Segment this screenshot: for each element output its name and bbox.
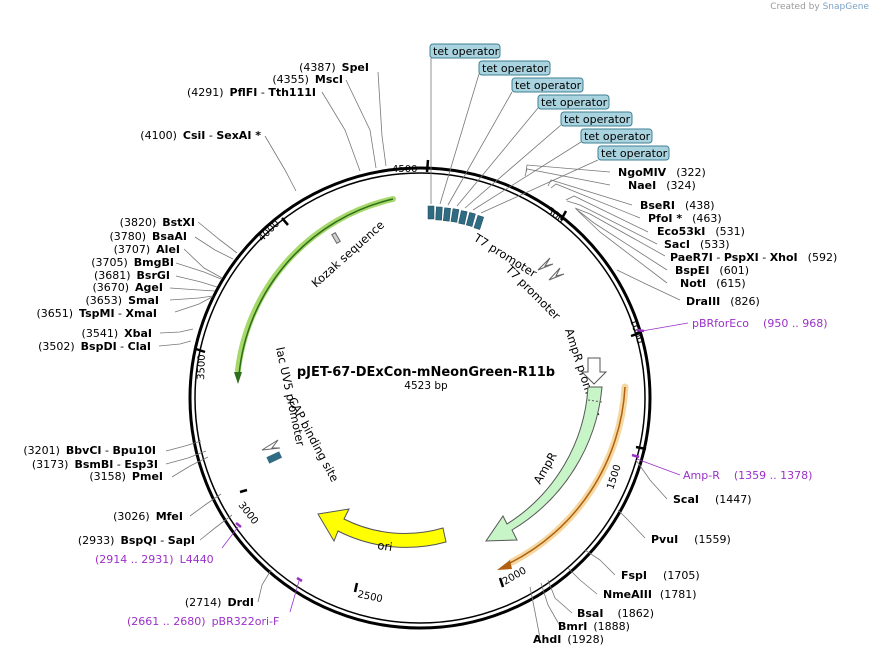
primer-l4440: (2914 .. 2931)L4440 (95, 553, 214, 566)
leader-lines-left (158, 71, 387, 603)
site-bsaai: (3780)BsaAI (109, 230, 187, 243)
site-spei: (4387)SpeI (299, 61, 369, 74)
restriction-sites-left[interactable]: (4387)SpeI (4355)MscI (4291)PflFI - Tth1… (23, 61, 369, 609)
ori-arrow[interactable] (317, 508, 447, 548)
site-pmei: (3158)PmeI (89, 470, 163, 483)
ori-label: ori (377, 538, 394, 554)
credit-brand: SnapGene (822, 2, 869, 12)
lac-uv5-promoter-icon (261, 439, 281, 451)
backbone-inner (194, 172, 646, 624)
site-xbai: (3541)XbaI (82, 327, 152, 340)
plasmid-name: pJET-67-DExCon-mNeonGreen-R11b (297, 365, 555, 380)
site-ngomiv: NgoMIV(322) (618, 166, 706, 179)
t7-promoter-icons (537, 257, 565, 281)
tick-label-2500: 2500 (356, 589, 383, 605)
tick-label-4000: 4000 (256, 218, 282, 244)
site-draiii: DraIII(826) (686, 295, 760, 308)
site-pvui: PvuI(1559) (651, 533, 731, 546)
backbone-outer (188, 166, 652, 630)
site-bmgbi: (3705)BmgBI (91, 256, 174, 269)
site-noti: NotI(615) (680, 277, 746, 290)
site-bsai: BsaI(1862) (577, 607, 654, 620)
plasmid-length: 4523 bp (404, 380, 448, 392)
tet-operator-blocks (427, 205, 485, 230)
kozak-marker (331, 231, 341, 245)
ampr-arrow[interactable] (485, 386, 603, 542)
ampr-promoter-arrow[interactable] (580, 357, 608, 385)
site-bsrgi: (3681)BsrGI (94, 269, 170, 282)
tet-operator-labels[interactable]: tet operator tet operator tet operator t… (429, 43, 670, 161)
primer-pbrforeco: pBRforEco(950 .. 968) (692, 317, 828, 330)
site-ahdi: AhdI(1928) (533, 633, 604, 646)
primer-pbr322ori-f: (2661 .. 2680)pBR322ori-F (127, 615, 279, 628)
tet-operator-label-5: tet operator (564, 113, 631, 126)
restriction-sites-right[interactable]: NgoMIV(322) NaeI(324) BseRI(438) PfoI *(… (533, 166, 837, 646)
site-agei: (3670)AgeI (92, 281, 163, 294)
tick-label-4500: 4500 (392, 164, 417, 175)
kozak-sequence-line (238, 198, 394, 376)
site-bstxi: (3820)BstXI (120, 216, 195, 229)
site-pflfi: (4291)PflFI - Tth111I (187, 86, 316, 99)
tick-label-3500: 3500 (196, 354, 208, 380)
site-bseri: BseRI(438) (640, 199, 715, 212)
site-fspi: FspI(1705) (621, 569, 700, 582)
tet-operator-label-2: tet operator (482, 62, 549, 75)
site-tspmi: (3651)TspMI - XmaI (36, 307, 157, 320)
tet-operator-label-4: tet operator (541, 96, 608, 109)
cap-binding-site-marker (266, 451, 283, 464)
site-eco53ki: Eco53kI(531) (657, 225, 745, 238)
primer-labels[interactable]: pBRforEco(950 .. 968) Amp-R(1359 .. 1378… (95, 317, 828, 628)
leader-lines-right (524, 164, 681, 639)
credit-prefix: Created by (770, 2, 820, 12)
site-saci: SacI(533) (664, 238, 730, 251)
primer-leaders (221, 322, 689, 613)
tick-label-1500: 1500 (605, 463, 623, 491)
site-bspqi: (2933)BspQI - SapI (78, 534, 195, 547)
site-bspdi: (3502)BspDI - ClaI (38, 340, 151, 353)
tet-operator-label-3: tet operator (515, 79, 582, 92)
position-ticks (195, 159, 647, 593)
site-drdi: (2714)DrdI (185, 596, 254, 609)
tick-label-3000: 3000 (236, 500, 260, 527)
site-paer7i: PaeR7I - PspXI - XhoI(592) (670, 251, 837, 264)
orf-line (509, 386, 626, 564)
tick-label-500: 500 (544, 206, 566, 226)
site-smai: (3653)SmaI (86, 294, 159, 307)
primer-amp-r: Amp-R(1359 .. 1378) (683, 469, 812, 482)
snapgene-credit: Created by SnapGene (770, 2, 869, 12)
tet-operator-leaders (430, 58, 599, 214)
tet-operator-label-6: tet operator (584, 130, 651, 143)
site-mfei: (3026)MfeI (113, 510, 183, 523)
orf-arrowhead (497, 560, 512, 570)
site-alei: (3707)AleI (114, 243, 180, 256)
site-csii: (4100)CsiI - SexAI * (140, 129, 261, 142)
site-pfoi: PfoI *(463) (648, 212, 722, 225)
site-msci: (4355)MscI (272, 73, 343, 86)
site-nmeaiii: NmeAIII(1781) (603, 588, 697, 601)
kozak-arrowhead (234, 372, 242, 384)
tet-operator-label-1: tet operator (433, 45, 500, 58)
site-bmri: BmrI(1888) (558, 620, 630, 633)
site-bspei: BspEI(601) (675, 264, 749, 277)
site-bbvci: (3201)BbvCI - Bpu10I (23, 444, 156, 457)
site-scai: ScaI(1447) (673, 493, 752, 506)
site-bsmbi: (3173)BsmBI - Esp3I (32, 458, 158, 471)
tet-operator-label-7: tet operator (601, 147, 668, 160)
site-naei: NaeI(324) (628, 179, 696, 192)
